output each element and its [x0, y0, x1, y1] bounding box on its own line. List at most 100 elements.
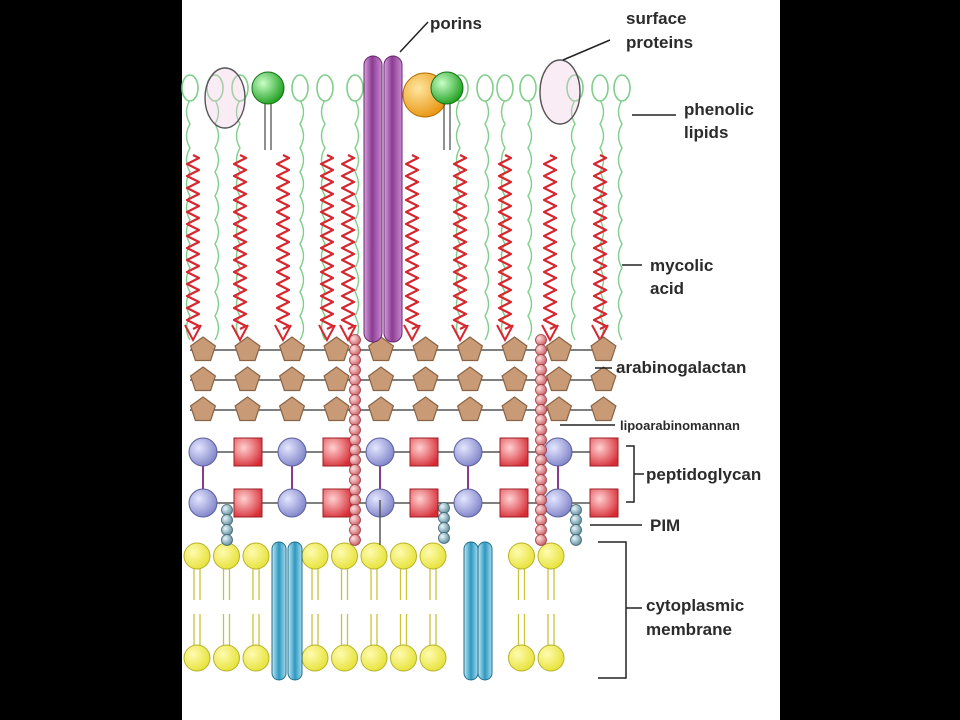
membrane-lipid-head — [183, 644, 211, 672]
arabinogalactan-pentagon — [189, 336, 217, 362]
peptidoglycan-sphere — [543, 437, 573, 467]
arabinogalactan-pentagon — [545, 396, 573, 422]
surface-protein-outline — [204, 67, 246, 129]
membrane-lipid-head — [331, 644, 358, 672]
label-cytoplasmic-membrane-line1: cytoplasmic — [646, 596, 744, 615]
peptidoglycan-sphere — [277, 488, 307, 518]
membrane-lipid-head — [242, 542, 270, 570]
lipoarabinomannan-bead — [535, 364, 547, 376]
membrane-lipid-head — [213, 644, 240, 672]
mycolic-acid-chain — [542, 154, 558, 330]
peptidoglycan-square — [589, 437, 619, 467]
lipoarabinomannan-bead — [535, 524, 547, 536]
membrane-lipid-head — [537, 644, 565, 672]
membrane-protein — [463, 541, 479, 681]
label-surface-proteins-line2: proteins — [626, 33, 693, 52]
lipoarabinomannan-bead — [535, 404, 547, 416]
peptidoglycan-square — [233, 488, 263, 518]
lipoarabinomannan-bead — [349, 434, 361, 446]
lipoarabinomannan-bead — [535, 444, 547, 456]
mycolic-acid-fork — [231, 324, 249, 343]
mycolic-acid-fork — [541, 324, 559, 343]
phenolic-lipid-tail — [617, 99, 623, 341]
lipoarabinomannan-bead — [535, 434, 547, 446]
arabinogalactan-pentagon — [456, 396, 484, 422]
lipoarabinomannan-bead — [349, 364, 361, 376]
surface-proteins — [204, 59, 581, 150]
arabinogalactan-pentagon — [278, 396, 306, 422]
mycolic-acid-fork — [496, 324, 514, 343]
peptidoglycan-sphere — [188, 437, 218, 467]
peptidoglycan-square — [589, 488, 619, 518]
phenolic-lipid-tail — [235, 99, 241, 341]
membrane-lipid-head — [419, 542, 447, 570]
mycolic-acid-fork — [403, 324, 421, 343]
membrane-lipid-head — [508, 644, 535, 672]
lipoarabinomannan-bead — [535, 534, 547, 546]
phenolic-lipid-head — [181, 74, 199, 102]
arabinogalactan-pentagon — [323, 396, 350, 422]
label-leaders — [399, 21, 676, 679]
pim-bead — [570, 524, 582, 536]
lipoarabinomannan-bead — [535, 514, 547, 526]
lipoarabinomannan-bead — [535, 424, 547, 436]
lipoarabinomannan-bead — [535, 474, 547, 486]
peptidoglycan-square — [499, 488, 529, 518]
arabinogalactan-pentagon — [590, 336, 617, 362]
lipoarabinomannan-bead — [349, 514, 361, 526]
pim-bead — [221, 514, 233, 526]
lipoarabinomannan-chains — [349, 334, 547, 546]
arabinogalactan-pentagon — [412, 366, 439, 392]
mycolic-acid-fork — [184, 324, 202, 343]
lipoarabinomannan-bead — [349, 414, 361, 426]
pim-chains — [221, 502, 582, 546]
arabinogalactan-pentagon — [234, 366, 261, 392]
membrane-lipid-head — [537, 542, 565, 570]
membrane-lipid-head — [360, 644, 388, 672]
arabinogalactan-pentagon — [278, 366, 306, 392]
arabinogalactan-pentagon — [278, 336, 306, 362]
label-arabinogalactan: arabinogalactan — [616, 358, 746, 377]
phenolic-lipid-tail — [570, 99, 576, 341]
peptidoglycan-layer — [188, 437, 619, 518]
peptidoglycan-sphere — [365, 437, 395, 467]
lipoarabinomannan-bead — [535, 334, 547, 346]
membrane-protein — [271, 541, 287, 681]
arabinogalactan-pentagon — [367, 396, 395, 422]
membrane-lipid-head — [360, 542, 388, 570]
lipoarabinomannan-bead — [535, 344, 547, 356]
pim-bead — [438, 532, 450, 544]
membrane-lipid-head — [242, 644, 270, 672]
phenolic-lipid-head — [519, 74, 537, 102]
lipoarabinomannan-bead — [349, 344, 361, 356]
arabinogalactan-pentagon — [456, 366, 484, 392]
peptidoglycan-square — [322, 437, 352, 467]
peptidoglycan-sphere — [453, 437, 483, 467]
lipoarabinomannan-bead — [349, 444, 361, 456]
pim-bead — [570, 534, 582, 546]
membrane-protein — [477, 541, 493, 681]
porin-subunit-left — [363, 55, 383, 343]
arabinogalactan-pentagon — [189, 366, 217, 392]
arabinogalactan-pentagon — [234, 336, 261, 362]
pim-bead — [438, 502, 450, 514]
lipoarabinomannan-bead — [349, 334, 361, 346]
label-mycolic-acid-line1: mycolic — [650, 256, 713, 275]
pim-bead — [570, 504, 582, 516]
peptidoglycan-square — [322, 488, 352, 518]
arabinogalactan-pentagon — [412, 396, 439, 422]
peptidoglycan-sphere — [188, 488, 218, 518]
label-mycolic-acid-line2: acid — [650, 279, 684, 298]
mycolic-acid-chain — [275, 154, 291, 330]
mycolic-acid-chain — [497, 154, 513, 330]
mycolic-acid-fork — [451, 324, 469, 343]
pim-bead — [221, 504, 233, 516]
arabinogalactan-layer — [189, 336, 617, 422]
lipoarabinomannan-bead — [349, 534, 361, 546]
mycolic-acid-chain — [232, 154, 248, 330]
lipoarabinomannan-bead — [349, 424, 361, 436]
phenolic-lipid-head — [613, 74, 631, 102]
pim-bead — [221, 534, 233, 546]
membrane-lipid-head — [419, 644, 447, 672]
